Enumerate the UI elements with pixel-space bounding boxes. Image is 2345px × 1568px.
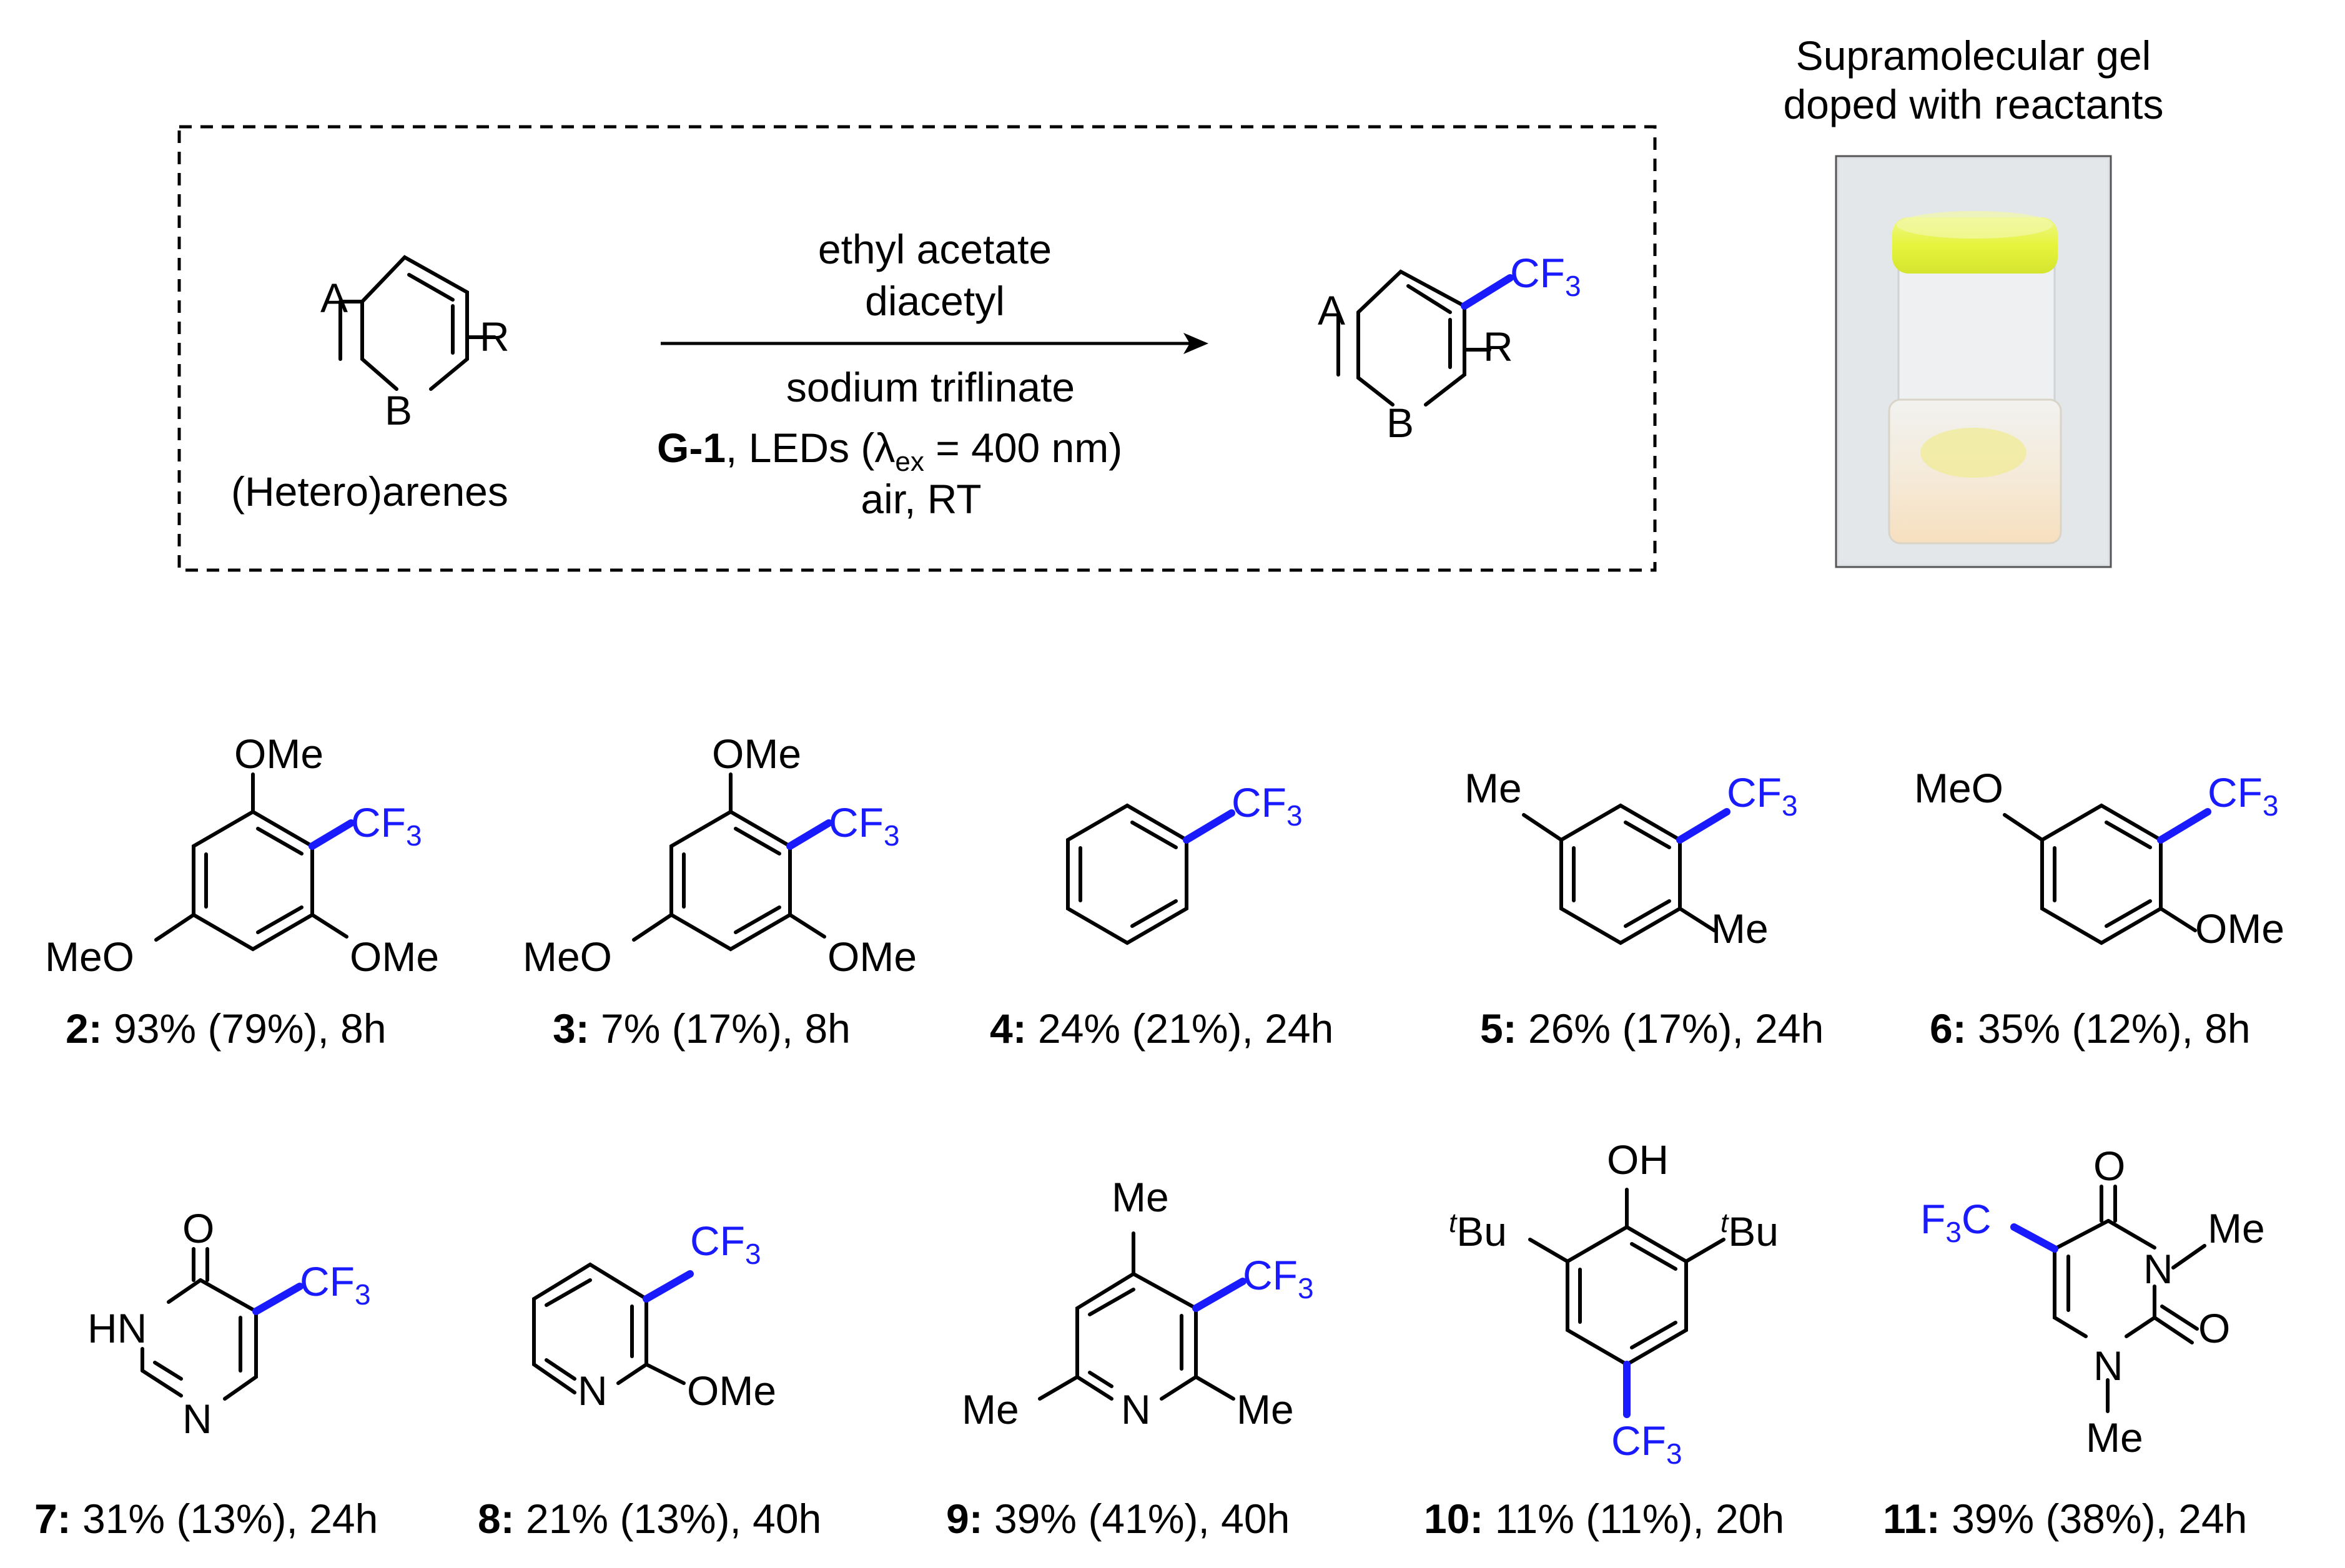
caption-compound-11: 11: 39% (38%), 24h [1883, 1496, 2247, 1542]
light-text: , LEDs (λ [726, 425, 895, 471]
ring-label-R: R [480, 313, 510, 360]
reaction-dashed-box [177, 125, 1657, 572]
caption-compound-6: 6: 35% (12%), 8h [1930, 1005, 2251, 1052]
o-label-7: O [182, 1205, 214, 1251]
gel-caption-line1: Supramolecular gel [1796, 32, 2151, 79]
cf3-bond-9 [1192, 1278, 1247, 1312]
structure-compound-4 [1066, 803, 1188, 945]
product-cf3-label: CF3 [1510, 250, 1581, 302]
cf3-bond-8 [643, 1270, 694, 1303]
ome-top-3: OMe [712, 731, 801, 777]
cf3-bond-5 [1676, 808, 1730, 844]
caption-compound-7: 7: 31% (13%), 24h [34, 1496, 378, 1542]
f3c-label-11: F3C [1920, 1196, 1992, 1248]
cf3-bond-6 [2157, 808, 2211, 844]
ome-right-2: OMe [350, 934, 439, 980]
ring-label-B: B [385, 387, 412, 433]
o-right-11: O [2198, 1305, 2230, 1351]
wavelength-text: = 400 nm) [924, 425, 1122, 471]
lambda-subscript: ex [895, 446, 924, 477]
structure-compound-7 [141, 1247, 258, 1401]
caption-compound-2: 2: 93% (79%), 8h [66, 1005, 387, 1052]
reaction-arrow-head [1183, 333, 1208, 354]
ome-label-8: OMe [687, 1368, 776, 1414]
structure-compound-2 [154, 772, 348, 952]
tbu-right-10: tBu [1720, 1208, 1779, 1255]
ome-top-2: OMe [234, 731, 323, 777]
caption-compound-10: 10: 11% (11%), 20h [1424, 1496, 1784, 1542]
me-top-9: Me [1112, 1174, 1169, 1220]
ring-label-A: A [320, 275, 348, 321]
me-right-5: Me [1711, 905, 1769, 952]
ome-right-3: OMe [827, 934, 917, 980]
product-label-R: R [1483, 323, 1513, 370]
cf3-bond-3 [786, 819, 832, 850]
meo-left-3: MeO [523, 934, 612, 980]
cf3-bond-4 [1183, 809, 1235, 844]
oh-label-10: OH [1607, 1137, 1669, 1183]
product-label-A: A [1318, 287, 1345, 333]
caption-compound-8: 8: 21% (13%), 40h [478, 1496, 821, 1542]
me-right-9: Me [1237, 1386, 1294, 1432]
cf3-label-9: CF3 [1243, 1252, 1314, 1304]
me-left-5: Me [1464, 765, 1522, 811]
cf3-label-8: CF3 [690, 1218, 761, 1270]
me-left-9: Me [962, 1386, 1019, 1432]
structure-compound-10 [1528, 1188, 1725, 1367]
catalyst-name: G-1 [657, 425, 726, 471]
cf3-label-3: CF3 [829, 799, 900, 852]
o-top-11: O [2093, 1143, 2125, 1189]
structure-compound-5 [1522, 803, 1716, 945]
cf3-bond-11 [2010, 1223, 2058, 1253]
ome-right-6: OMe [2195, 905, 2284, 952]
cf3-label-6: CF3 [2208, 769, 2279, 822]
hn-label-7: HN [87, 1305, 147, 1351]
caption-compound-3: 3: 7% (17%), 8h [553, 1005, 851, 1052]
reactant-ring [338, 255, 496, 391]
structure-compound-11 [2053, 1185, 2206, 1413]
gel-caption-line2: doped with reactants [1783, 81, 2163, 127]
condition-catalyst-light: G-1, LEDs (λex = 400 nm) [657, 425, 1122, 477]
caption-compound-5: 5: 26% (17%), 24h [1480, 1005, 1824, 1052]
tbu-left-10: tBu [1449, 1208, 1507, 1255]
structure-compound-3 [632, 772, 826, 952]
cf3-label-10: CF3 [1611, 1418, 1682, 1470]
condition-solvent: ethyl acetate [818, 226, 1052, 272]
structure-compound-9 [1038, 1231, 1235, 1401]
meo-left-6: MeO [1914, 765, 2003, 811]
structure-compound-6 [2003, 803, 2197, 945]
cf3-bond-2 [309, 819, 355, 850]
cf3-label-5: CF3 [1727, 769, 1798, 822]
cf3-label-4: CF3 [1232, 779, 1303, 832]
product-label-B: B [1386, 400, 1414, 446]
condition-diacetyl: diacetyl [865, 278, 1005, 324]
me-bottom-11: Me [2086, 1414, 2143, 1461]
cf3-label-2: CF3 [351, 799, 422, 852]
gel-vial-photo [1835, 155, 2112, 568]
structure-compound-8 [532, 1262, 686, 1394]
product-cf3-bond [1461, 274, 1514, 310]
condition-atmosphere: air, RT [861, 476, 981, 522]
cf3-bond-7 [252, 1283, 304, 1315]
n-label-9: N [1121, 1386, 1151, 1432]
n-bottom-11: N [2093, 1343, 2123, 1389]
reactant-label: (Hetero)arenes [231, 468, 508, 515]
me-top-11: Me [2208, 1205, 2265, 1251]
n-label-7: N [182, 1396, 212, 1442]
caption-compound-4: 4: 24% (21%), 24h [990, 1005, 1333, 1052]
meo-left-2: MeO [45, 934, 134, 980]
n-top-11: N [2143, 1246, 2173, 1292]
n-label-8: N [578, 1368, 608, 1414]
cf3-label-7: CF3 [300, 1258, 371, 1311]
condition-reagent: sodium triflinate [786, 364, 1075, 410]
product-ring [1336, 269, 1491, 407]
caption-compound-9: 9: 39% (41%), 40h [946, 1496, 1290, 1542]
